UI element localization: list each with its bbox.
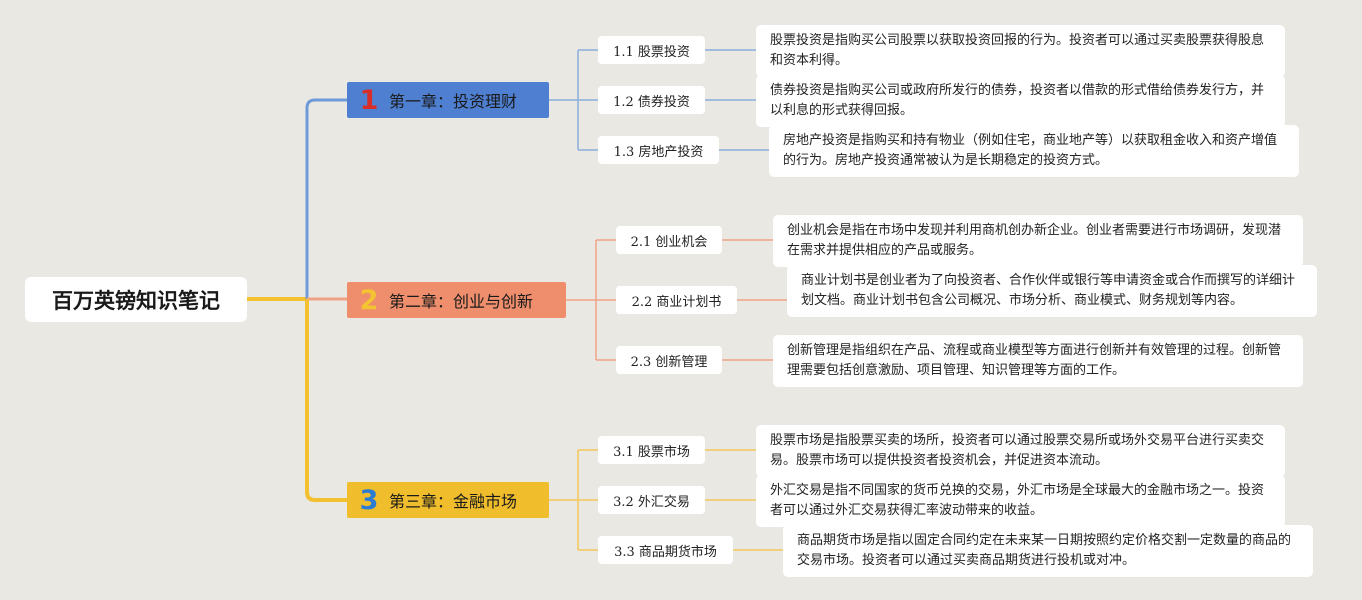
topic-label: 1.3 房地产投资 [613, 144, 704, 160]
topic-2-3-description: 创新管理是指组织在产品、流程或商业模型等方面进行创新并有效管理的过程。创新管理需… [773, 335, 1303, 387]
topic-3-2-description: 外汇交易是指不同国家的货币兑换的交易，外汇市场是全球最大的金融市场之一。投资者可… [756, 475, 1285, 527]
chapter-3-title: 第三章：金融市场 [389, 492, 518, 511]
topic-3-2[interactable]: 3.2 外汇交易 [598, 486, 705, 514]
topic-1-3[interactable]: 1.3 房地产投资 [598, 136, 719, 164]
topic-label: 3.2 外汇交易 [613, 494, 690, 510]
chapter-1-number: 1 [359, 84, 379, 116]
root-title: 百万英镑知识笔记 [52, 288, 220, 313]
topic-label: 2.1 创业机会 [630, 234, 708, 250]
topic-label: 3.3 商品期货市场 [614, 544, 717, 560]
chapter1-connector [305, 98, 347, 299]
chapter-2-node[interactable]: 2 第二章：创业与创新 [347, 282, 566, 318]
topic-2-1[interactable]: 2.1 创业机会 [616, 226, 722, 254]
chapter-3-number: 3 [359, 484, 379, 516]
topic-label: 2.3 创新管理 [630, 354, 708, 370]
topic-label: 1.2 债券投资 [613, 94, 690, 110]
topic-2-1-description: 创业机会是指在市场中发现并利用商机创办新企业。创业者需要进行市场调研，发现潜在需… [773, 215, 1303, 267]
topic-label: 3.1 股票市场 [613, 444, 690, 460]
topic-1-1-description: 股票投资是指购买公司股票以获取投资回报的行为。投资者可以通过买卖股票获得股息和资… [756, 25, 1285, 77]
chapter-2-number: 2 [359, 284, 379, 316]
root-node[interactable]: 百万英镑知识笔记 [25, 277, 247, 322]
topic-1-3-description: 房地产投资是指购买和持有物业（例如住宅，商业地产等）以获取租金收入和资产增值的行… [769, 125, 1299, 177]
chapter3-branch [549, 449, 598, 551]
chapter1-branch [549, 49, 598, 151]
chapter2-branch [566, 239, 616, 361]
topic-1-2-description: 债券投资是指购买公司或政府所发行的债券，投资者以借款的形式借给债券发行方，并以利… [756, 75, 1285, 127]
topic-3-1[interactable]: 3.1 股票市场 [598, 436, 705, 464]
topic-2-2-description: 商业计划书是创业者为了向投资者、合作伙伴或银行等申请资金或合作而撰写的详细计划文… [787, 265, 1317, 317]
topic-label: 2.2 商业计划书 [631, 294, 722, 310]
chapter-2-title: 第二章：创业与创新 [389, 292, 534, 311]
topic-3-1-description: 股票市场是指股票买卖的场所，投资者可以通过股票交易所或场外交易平台进行买卖交易。… [756, 425, 1285, 477]
chapter-3-node[interactable]: 3 第三章：金融市场 [347, 482, 549, 518]
topic-2-3[interactable]: 2.3 创新管理 [616, 346, 722, 374]
chapter-1-node[interactable]: 1 第一章：投资理财 [347, 82, 549, 118]
topic-3-3-description: 商品期货市场是指以固定合同约定在未来某一日期按照约定价格交割一定数量的商品的交易… [783, 525, 1313, 577]
topic-3-3[interactable]: 3.3 商品期货市场 [598, 536, 733, 564]
topic-label: 1.1 股票投资 [613, 44, 690, 60]
chapter3-connector [305, 299, 347, 502]
topic-1-1[interactable]: 1.1 股票投资 [598, 36, 705, 64]
topic-2-2[interactable]: 2.2 商业计划书 [616, 286, 737, 314]
topic-1-2[interactable]: 1.2 债券投资 [598, 86, 705, 114]
chapter-1-title: 第一章：投资理财 [389, 92, 518, 111]
